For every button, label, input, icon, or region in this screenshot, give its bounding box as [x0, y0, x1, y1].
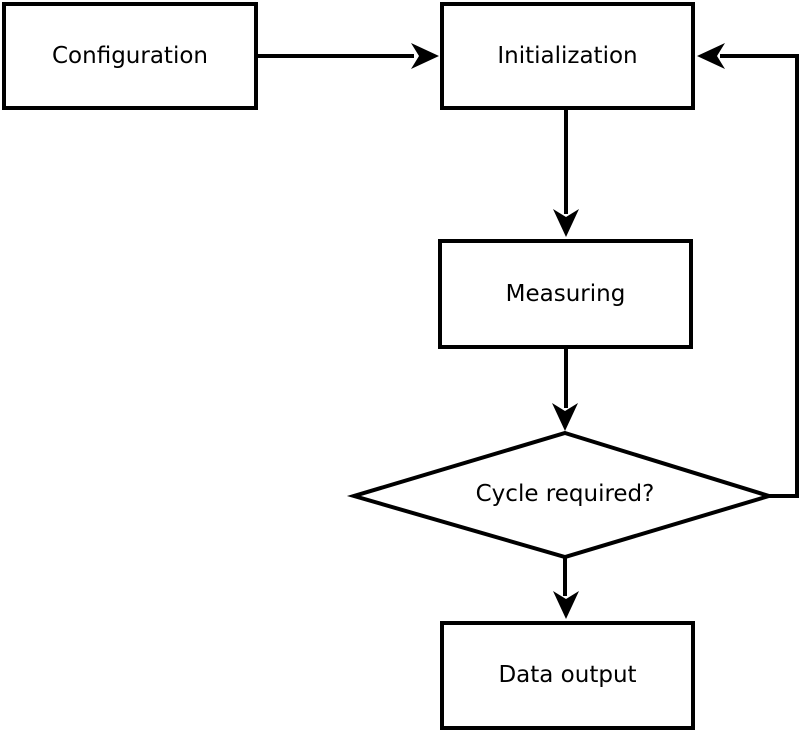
node-cycle-required-shape — [346, 430, 776, 560]
node-data-output-label: Data output — [498, 662, 637, 688]
arrowhead-left — [697, 43, 725, 69]
arrowhead-down — [553, 591, 579, 619]
edge-measuring-to-cycle-required — [552, 349, 578, 431]
node-configuration: Configuration — [2, 2, 258, 110]
arrowhead-down — [553, 209, 579, 237]
node-measuring-label: Measuring — [505, 280, 626, 307]
arrowhead-right — [411, 43, 439, 69]
arrowhead-down — [552, 403, 578, 431]
edge-initialization-to-measuring — [553, 110, 579, 237]
node-configuration-label: Configuration — [52, 42, 208, 69]
edge-configuration-to-initialization — [258, 43, 439, 69]
node-cycle-required: Cycle required? — [415, 478, 715, 510]
node-initialization-label: Initialization — [497, 42, 638, 69]
edge-cycle-required-to-data-output — [553, 557, 579, 619]
node-cycle-required-label: Cycle required? — [475, 480, 655, 507]
edge-cycle-required-to-initialization-loop — [697, 43, 799, 498]
node-data-output: Data output — [440, 621, 695, 730]
node-initialization: Initialization — [440, 2, 695, 110]
node-measuring: Measuring — [438, 239, 693, 349]
